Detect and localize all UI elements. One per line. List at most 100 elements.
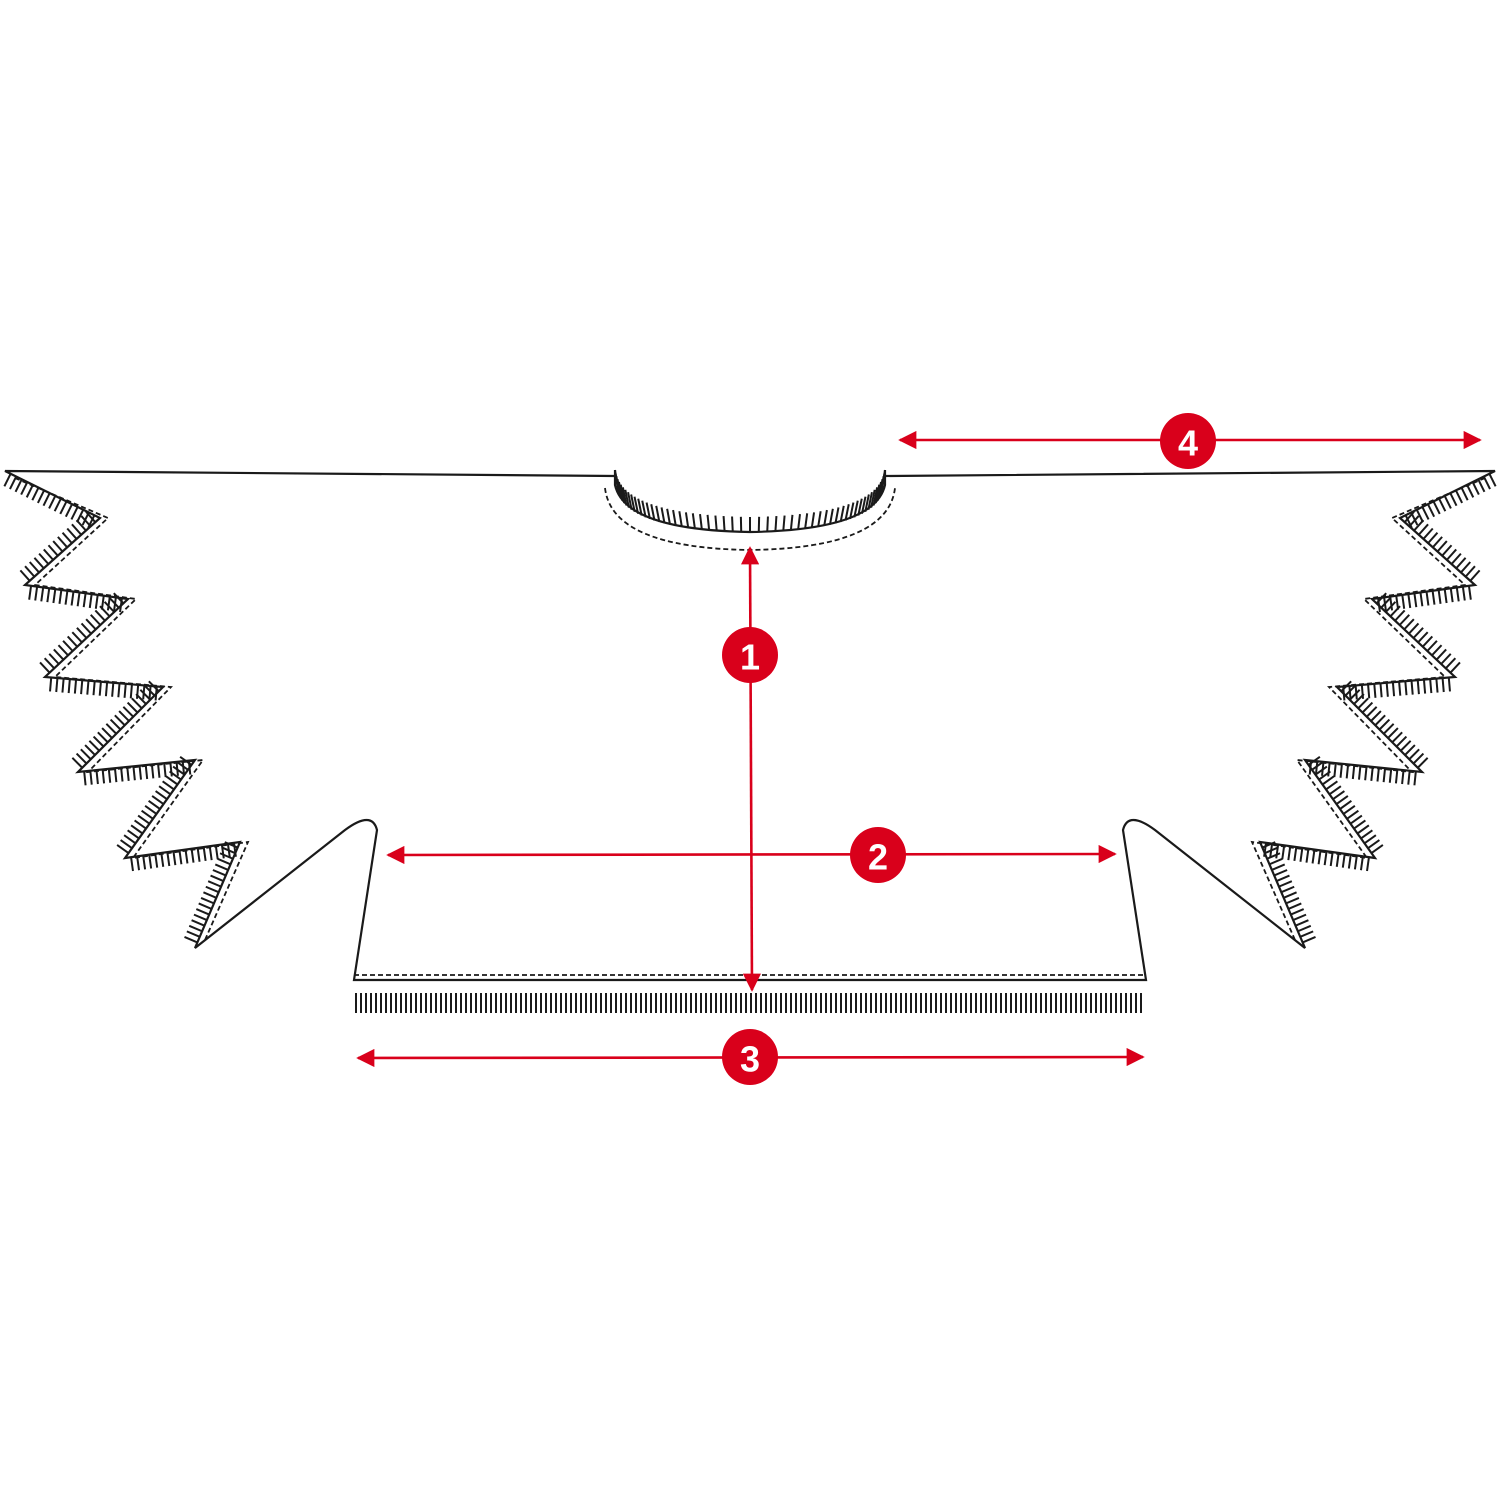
hatch-tick	[85, 511, 97, 523]
hatch-tick	[627, 492, 633, 510]
hatch-tick	[221, 846, 236, 855]
hatch-tick	[1419, 592, 1424, 607]
hatch-tick	[1477, 478, 1486, 493]
hatch-tick	[706, 514, 711, 531]
hatch-tick	[80, 622, 92, 635]
hatch-tick	[217, 857, 231, 866]
hatch-tick	[867, 492, 873, 510]
hatch-tick	[148, 854, 153, 869]
hatch-tick	[66, 635, 79, 648]
hatch-tick	[1356, 824, 1370, 835]
hatch-tick	[1385, 601, 1397, 613]
hatch-tick	[1408, 622, 1420, 635]
hatch-tick	[1285, 896, 1300, 905]
hatch-tick	[1278, 880, 1293, 888]
hatch-tick	[59, 500, 68, 515]
hatch-tick	[75, 519, 87, 532]
hatch-tick	[881, 469, 886, 491]
hatch-tick	[1441, 544, 1453, 557]
hatch-tick	[1339, 763, 1343, 778]
hatch-tick	[1404, 681, 1408, 696]
hatch-tick	[1407, 593, 1412, 609]
hatch-tick	[1323, 851, 1328, 866]
hatch-tick	[202, 846, 207, 862]
hatch-tick	[90, 614, 102, 626]
hatch-tick	[1333, 763, 1337, 778]
hatch-tick	[804, 513, 809, 529]
hatch-tick	[48, 653, 60, 665]
hatch-tick	[1410, 680, 1414, 695]
hatch-tick	[1440, 653, 1452, 665]
hatch-tick	[766, 516, 769, 532]
hatch-tick	[844, 504, 850, 521]
hatch-tick	[1370, 766, 1374, 781]
hatch-tick	[1293, 846, 1298, 862]
hatch-tick	[132, 766, 136, 781]
hatch-tick	[1351, 764, 1356, 780]
hatch-tick	[198, 902, 212, 910]
hatch-tick	[1431, 644, 1443, 657]
hatch-tick	[148, 685, 152, 700]
hatch-tick	[120, 767, 124, 782]
hatch-tick	[80, 515, 92, 528]
hatch-tick	[138, 765, 143, 780]
hatch-tick	[205, 885, 220, 894]
hatch-tick	[860, 496, 867, 514]
hatch-tick	[86, 680, 90, 695]
hatch-tick	[1317, 850, 1322, 865]
right-zigzag-stitch	[1250, 477, 1486, 941]
hatch-tick	[1295, 919, 1309, 927]
hatch-tick	[191, 919, 205, 927]
hatch-tick	[47, 544, 59, 557]
hatch-tick	[52, 540, 64, 553]
hatch-tick	[1325, 780, 1338, 791]
badge-circle	[722, 1029, 778, 1085]
hatch-tick	[1305, 848, 1310, 863]
hatch-tick	[1378, 718, 1391, 731]
hatch-tick	[176, 760, 189, 771]
hatch-tick	[122, 706, 134, 718]
hatch-tick	[62, 640, 74, 652]
hatch-tick	[67, 679, 71, 694]
hatch-tick	[220, 844, 225, 859]
hatch-tick	[722, 516, 726, 532]
hatch-tick	[104, 682, 109, 697]
hatch-tick	[645, 502, 651, 520]
hatch-tick	[28, 561, 40, 574]
hatch-tick	[1380, 596, 1392, 609]
hatch-tick	[1471, 481, 1480, 496]
hatch-tick	[179, 755, 193, 766]
hatch-tick	[1379, 683, 1383, 698]
hatch-tick	[1283, 891, 1297, 899]
hatch-tick	[1335, 852, 1340, 867]
hatch-tick	[113, 768, 118, 783]
hatch-tick	[169, 770, 182, 781]
hatch-tick	[144, 764, 149, 780]
hatch-tick	[53, 498, 62, 512]
hatch-tick	[107, 768, 112, 783]
hatch-tick	[80, 748, 92, 760]
badge-circle	[850, 827, 906, 883]
hatch-tick	[101, 769, 106, 784]
hatch-tick	[154, 853, 159, 868]
hatch-tick	[75, 752, 88, 765]
hatch-tick	[1466, 484, 1475, 498]
hatch-tick	[849, 502, 855, 520]
left-zigzag-stitch	[14, 477, 250, 941]
hatch-tick	[1395, 735, 1408, 748]
badge-circle	[1160, 413, 1216, 469]
hatch-tick	[61, 678, 65, 693]
hatch-tick	[1292, 913, 1307, 922]
hatch-tick	[1404, 744, 1416, 756]
hatch-tick	[1342, 804, 1356, 815]
hatch-tick	[1429, 679, 1433, 694]
hatch-tick	[1375, 592, 1387, 605]
hatch-tick	[1467, 585, 1472, 600]
hatch-tick	[633, 496, 640, 514]
hatch-tick	[1344, 684, 1357, 697]
hatch-tick	[870, 489, 876, 508]
hatch-tick	[853, 500, 859, 518]
hatch-tick	[207, 880, 222, 888]
hatch-tick	[1314, 765, 1328, 776]
